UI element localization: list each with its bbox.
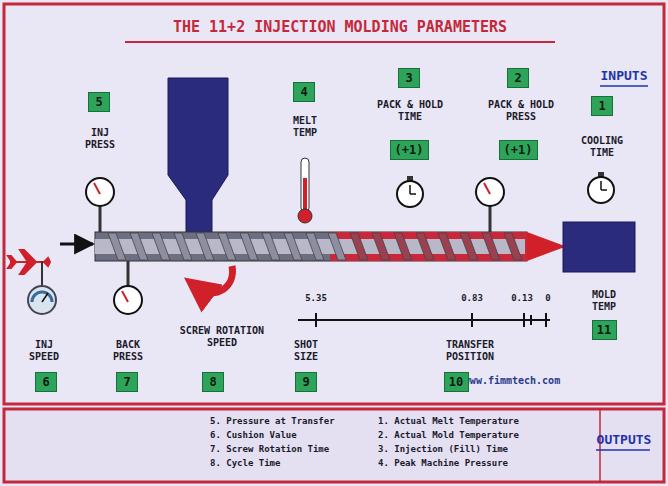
parameter-label: INJ PRESS	[78, 127, 122, 150]
injection-arrow	[60, 243, 93, 246]
section-heading: OUTPUTS	[597, 433, 652, 448]
output-item: 4. Peak Machine Pressure	[378, 458, 508, 468]
callout-number: 5	[88, 92, 110, 112]
pressure-gauge	[114, 286, 142, 314]
gauge-stem	[127, 261, 130, 286]
rotation-arrow	[198, 266, 232, 293]
callout-text: 3	[405, 71, 412, 85]
nozzle-tip	[527, 232, 566, 261]
gauge-stem	[99, 206, 102, 232]
parameter-label: COOLING TIME	[571, 135, 633, 158]
parameter-label: PACK & HOLD PRESS	[481, 99, 561, 122]
hopper	[168, 78, 228, 233]
mold	[563, 222, 635, 272]
pressure-gauge	[86, 178, 114, 206]
section-heading: INPUTS	[601, 69, 648, 84]
callout-number: 10	[444, 372, 469, 392]
callout-number: 1	[591, 96, 613, 116]
callout-number: 11	[592, 320, 617, 340]
scale-ticks	[316, 313, 546, 327]
parameter-label: MOLD TEMP	[582, 289, 626, 312]
outputs-underline	[596, 449, 650, 451]
gauge-stem	[41, 261, 43, 286]
parameter-label: BACK PRESS	[104, 339, 152, 362]
parameter-label: TRANSFER POSITION	[422, 339, 518, 362]
callout-number: 4	[293, 82, 315, 102]
callout-text: 6	[42, 375, 49, 389]
position-scale	[298, 319, 550, 321]
parameter-label: INJ SPEED	[22, 339, 66, 362]
speed-gauge	[28, 286, 56, 314]
callout-number: 6	[35, 372, 57, 392]
website: www.fimmtech.com	[464, 375, 560, 387]
callout-text: 8	[209, 375, 216, 389]
callout-text: 1	[598, 99, 605, 113]
output-item: 7. Screw Rotation Time	[210, 444, 329, 454]
screw-flights	[108, 233, 522, 260]
scale-value: 0	[545, 293, 550, 303]
output-item: 8. Cycle Time	[210, 458, 280, 468]
title: THE 11+2 INJECTION MOLDING PARAMETERS	[173, 19, 507, 36]
bonus-badge: (+1)	[390, 140, 429, 160]
speed-airplane	[8, 250, 50, 274]
bonus-badge: (+1)	[499, 140, 538, 160]
parameter-label: PACK & HOLD TIME	[370, 99, 450, 122]
callout-number: 7	[116, 372, 138, 392]
callout-text: (+1)	[395, 143, 424, 157]
title-underline	[125, 41, 555, 43]
callout-number: 2	[507, 68, 529, 88]
output-item: 2. Actual Mold Temperature	[378, 430, 519, 440]
scale-value: 5.35	[305, 293, 327, 303]
callout-text: 7	[123, 375, 130, 389]
scale-value: 0.83	[461, 293, 483, 303]
stopwatch	[397, 176, 423, 207]
callout-number: 9	[295, 372, 317, 392]
inputs-panel	[4, 4, 664, 404]
output-item: 1. Actual Melt Temperature	[378, 416, 519, 426]
callout-text: 4	[300, 85, 307, 99]
callout-number: 8	[202, 372, 224, 392]
inputs-underline	[600, 85, 648, 87]
scale-value: 0.13	[511, 293, 533, 303]
callout-text: 9	[302, 375, 309, 389]
barrel	[95, 232, 527, 261]
output-item: 6. Cushion Value	[210, 430, 297, 440]
parameter-label: MELT TEMP	[283, 115, 327, 138]
output-item: 3. Injection (Fill) Time	[378, 444, 508, 454]
callout-text: 11	[597, 323, 611, 337]
callout-text: (+1)	[504, 143, 533, 157]
callout-text: 10	[449, 375, 463, 389]
callout-number: 3	[398, 68, 420, 88]
thermometer	[298, 158, 312, 223]
parameter-label: SCREW ROTATION SPEED	[179, 325, 265, 348]
stopwatch	[588, 172, 614, 203]
parameter-label: SHOT SIZE	[284, 339, 328, 362]
callout-text: 5	[95, 95, 102, 109]
outputs-panel	[4, 409, 664, 482]
output-item: 5. Pressure at Transfer	[210, 416, 335, 426]
gauge-stem	[489, 206, 492, 232]
pressure-gauge	[476, 178, 504, 206]
callout-text: 2	[514, 71, 521, 85]
